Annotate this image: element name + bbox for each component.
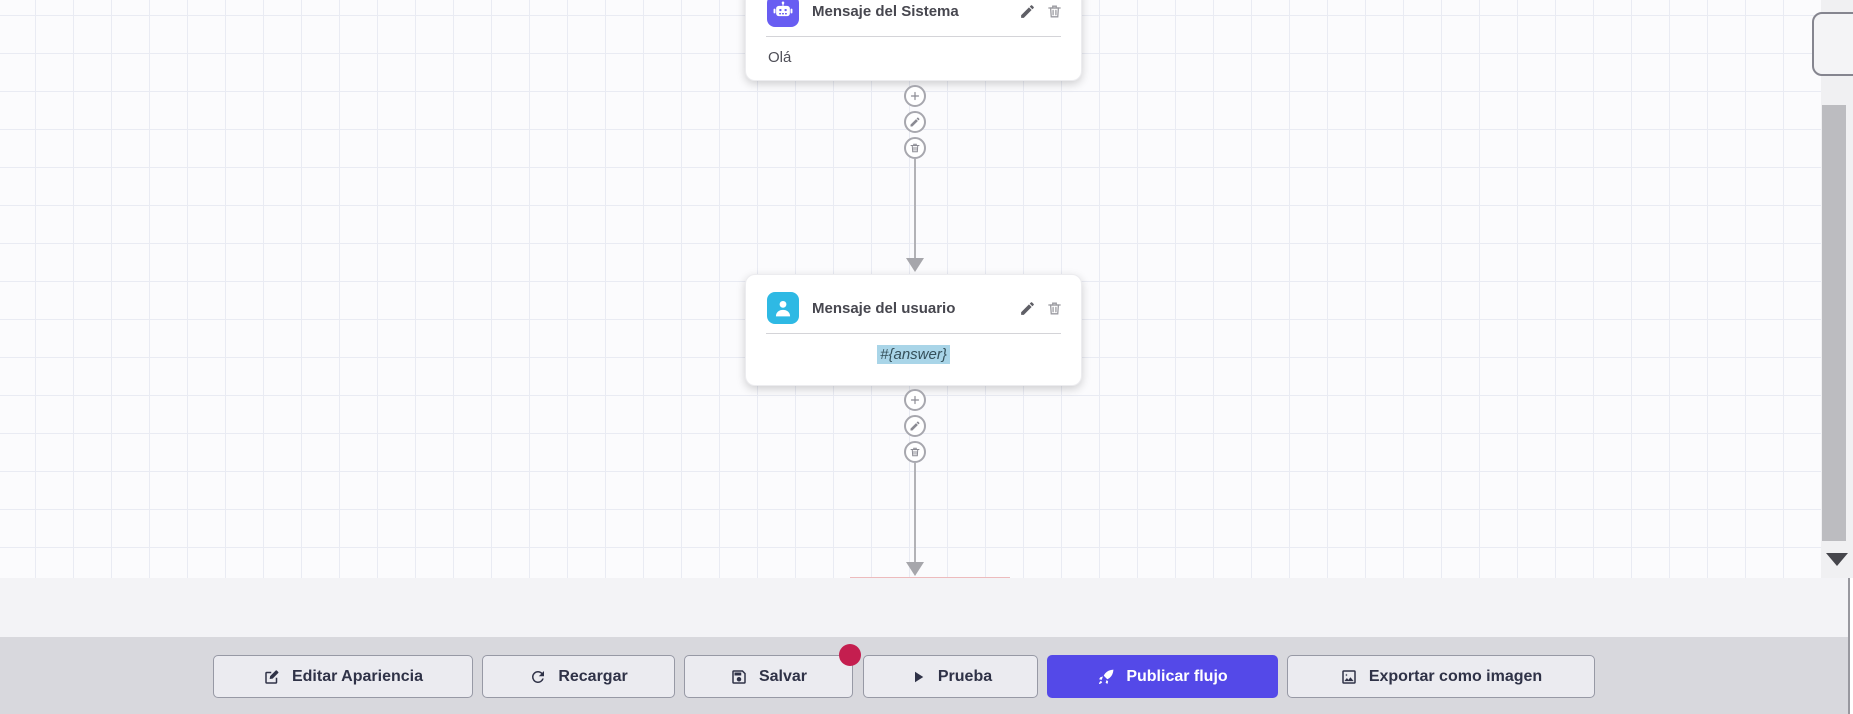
connector-actions — [904, 85, 926, 159]
flow-canvas[interactable]: Mensaje del Sistema Olá — [0, 0, 1853, 579]
connection-line — [914, 159, 916, 258]
node-title: Mensaje del Sistema — [812, 2, 959, 20]
vertical-scrollbar-top-thumb[interactable] — [1812, 12, 1853, 76]
right-edge-divider — [1848, 578, 1850, 714]
right-edge-gutter — [1850, 578, 1853, 714]
delete-connection-button[interactable] — [904, 137, 926, 159]
save-icon — [732, 669, 746, 684]
node-body-text: Olá — [768, 49, 792, 66]
edit-connection-button[interactable] — [904, 415, 926, 437]
delete-connection-button[interactable] — [904, 441, 926, 463]
connector-actions — [904, 389, 926, 463]
node-divider — [766, 36, 1061, 37]
edit-node-icon[interactable] — [1019, 3, 1036, 20]
edit-square-icon — [265, 669, 279, 684]
node-user-message[interactable]: Mensaje del usuario #{answer} — [745, 274, 1082, 386]
button-label: Editar Apariencia — [291, 667, 423, 685]
user-icon — [767, 292, 799, 324]
button-label: Recargar — [558, 667, 628, 685]
bottom-toolbar: Editar Apariencia Recargar Salvar Prueba… — [0, 637, 1853, 714]
node-divider — [766, 333, 1061, 334]
reload-button[interactable]: Recargar — [482, 655, 675, 698]
unsaved-changes-badge — [839, 644, 861, 666]
export-image-button[interactable]: Exportar como imagen — [1287, 655, 1595, 698]
node-header: Mensaje del Sistema — [746, 0, 1081, 36]
add-node-button[interactable] — [904, 389, 926, 411]
delete-node-icon[interactable] — [1046, 3, 1063, 20]
rocket-icon — [1099, 669, 1114, 684]
robot-icon — [767, 0, 799, 27]
publish-flow-button[interactable]: Publicar flujo — [1047, 655, 1278, 698]
connection-arrowhead-icon — [906, 258, 924, 272]
canvas-footer-spacer — [0, 578, 1853, 637]
edit-connection-button[interactable] — [904, 111, 926, 133]
connection-arrowhead-icon — [906, 562, 924, 576]
edit-appearance-button[interactable]: Editar Apariencia — [213, 655, 473, 698]
node-title: Mensaje del usuario — [812, 299, 956, 317]
node-system-message[interactable]: Mensaje del Sistema Olá — [745, 0, 1082, 81]
button-label: Publicar flujo — [1126, 667, 1228, 685]
button-label: Prueba — [937, 667, 993, 685]
save-button[interactable]: Salvar — [684, 644, 861, 698]
vertical-scrollbar-thumb[interactable] — [1822, 105, 1846, 541]
delete-node-icon[interactable] — [1046, 300, 1063, 317]
play-icon — [914, 671, 924, 682]
variable-token: #{answer} — [877, 345, 950, 364]
test-button[interactable]: Prueba — [863, 655, 1038, 698]
node-body-text: #{answer} — [746, 334, 1081, 375]
add-node-button[interactable] — [904, 85, 926, 107]
scrollbar-down-arrow-icon[interactable] — [1826, 553, 1848, 566]
image-icon — [1342, 669, 1356, 684]
edit-node-icon[interactable] — [1019, 300, 1036, 317]
button-label: Exportar como imagen — [1368, 667, 1543, 685]
connection-line — [914, 463, 916, 562]
button-label: Salvar — [758, 667, 808, 685]
node-header: Mensaje del usuario — [746, 275, 1081, 333]
refresh-icon — [532, 670, 545, 683]
